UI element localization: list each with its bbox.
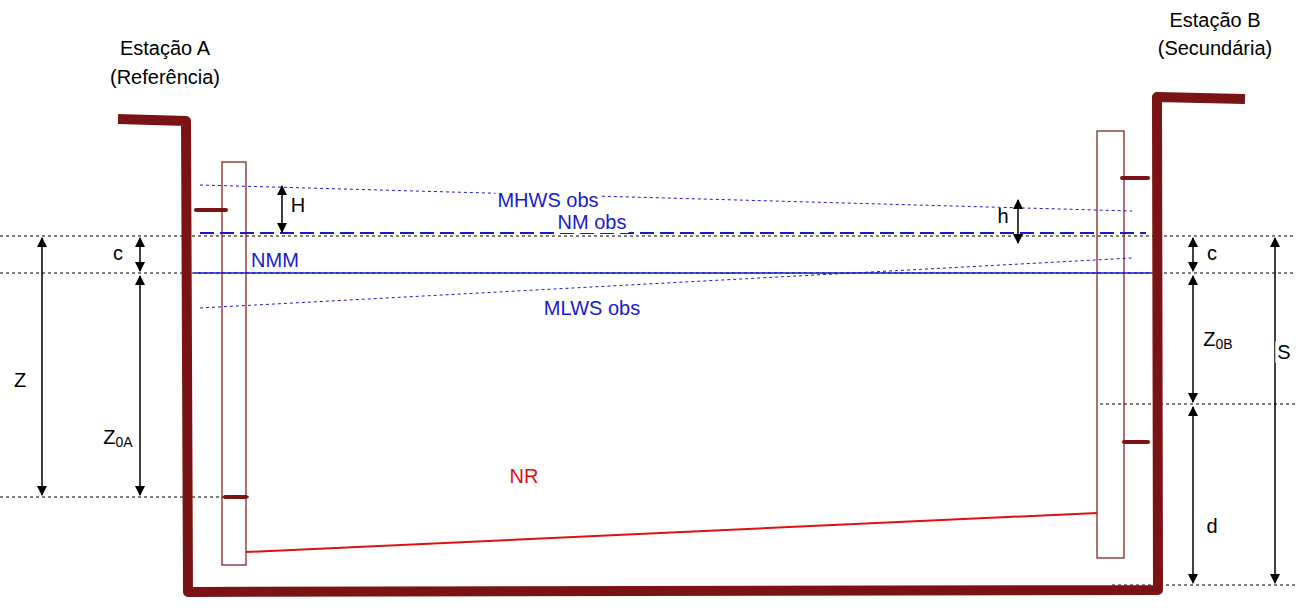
level-label: d xyxy=(1204,515,1219,537)
level-label: NMM xyxy=(249,249,301,271)
level-label: Z xyxy=(12,369,28,391)
level-label: MHWS obs xyxy=(495,189,600,211)
level-label: H xyxy=(289,194,307,216)
level-label: Estação A xyxy=(118,37,212,59)
level-label: c xyxy=(111,242,125,264)
level-label: c xyxy=(1205,242,1219,264)
level-label: NM obs xyxy=(556,211,629,233)
level-label: NR xyxy=(508,465,541,487)
level-label: Z0A xyxy=(101,426,134,451)
level-label: (Referência) xyxy=(108,66,222,88)
level-label: (Secundária) xyxy=(1156,37,1275,59)
level-label: MLWS obs xyxy=(542,297,642,319)
level-label: Estação B xyxy=(1167,9,1262,31)
level-label: Z0B xyxy=(1201,328,1234,353)
level-label: h xyxy=(995,205,1010,227)
level-label: S xyxy=(1275,341,1292,363)
